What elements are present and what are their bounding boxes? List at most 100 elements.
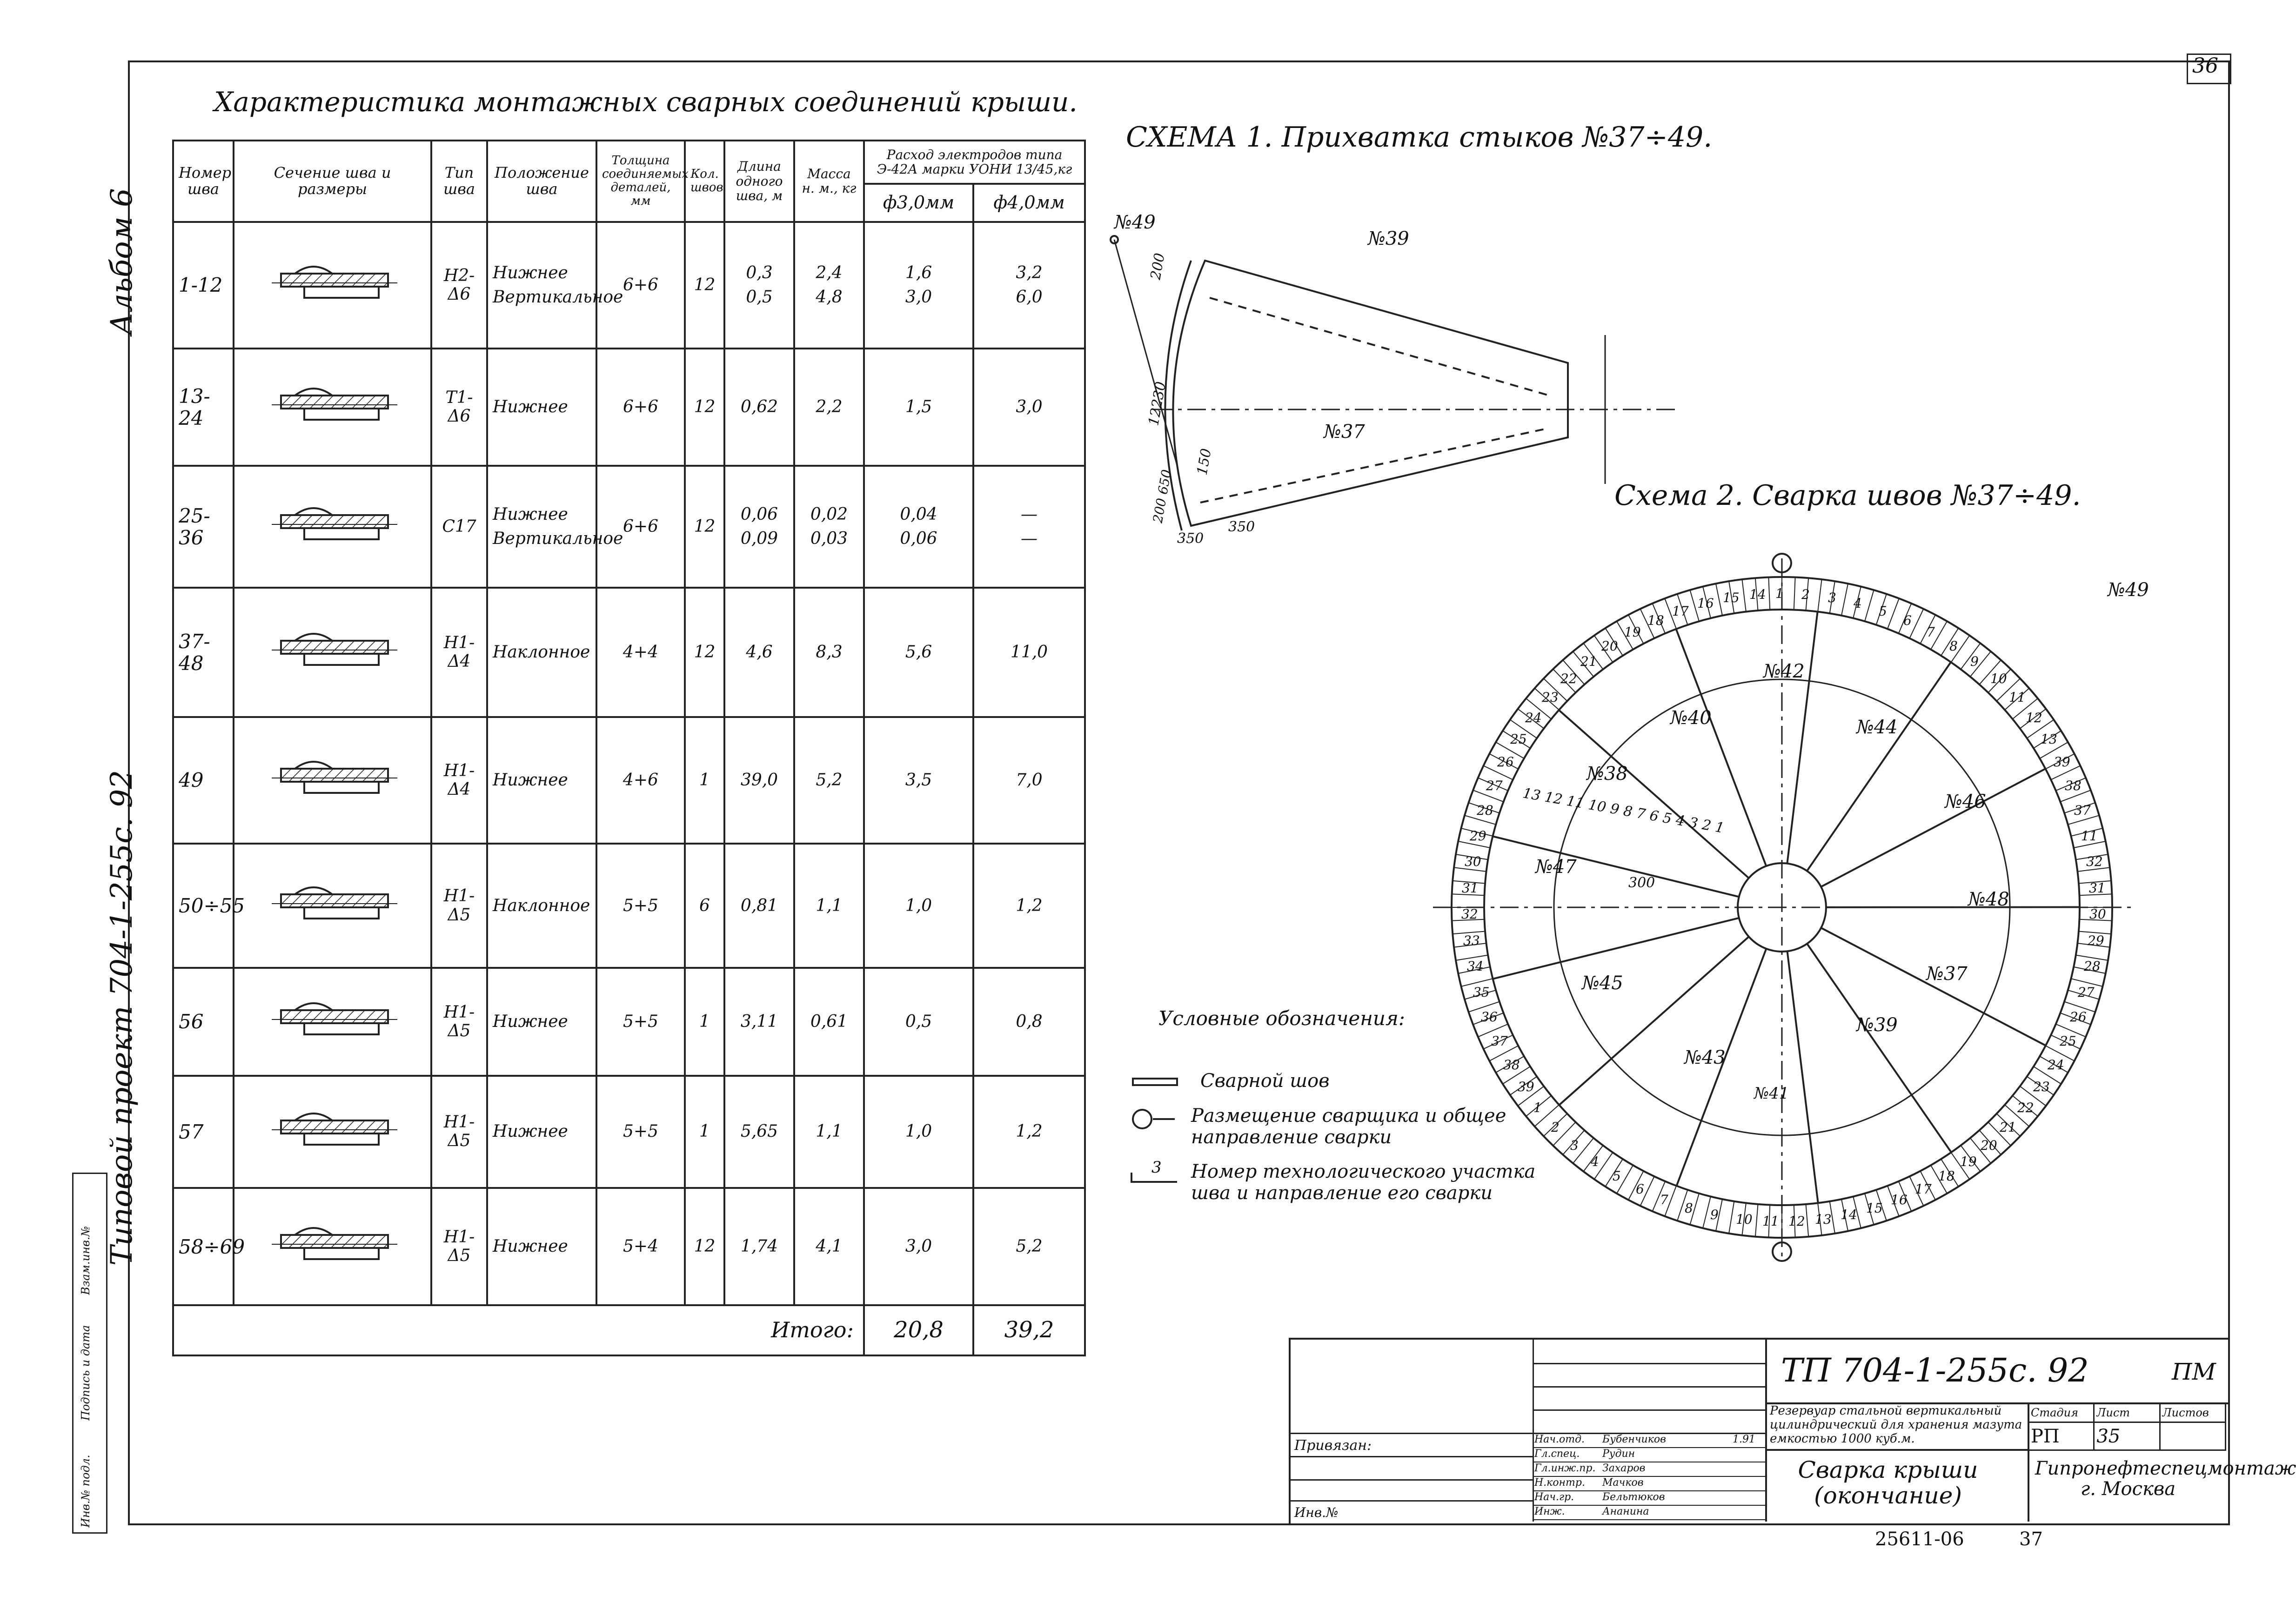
ring-tick bbox=[1640, 1176, 1655, 1206]
total-d4: 39,2 bbox=[972, 1304, 1086, 1356]
cell-mass: 2,2 bbox=[793, 348, 865, 467]
scheme1-wedge bbox=[1172, 259, 1569, 527]
cell-position-value: Наклонное bbox=[493, 642, 590, 662]
cell-d4-value: 7,0 bbox=[1016, 770, 1043, 790]
scheme1-seam-upper bbox=[1209, 297, 1550, 396]
cell-type: С17 bbox=[430, 464, 488, 589]
scheme-label: 28 bbox=[1477, 803, 1493, 818]
scheme-label: 34 bbox=[1467, 959, 1484, 974]
ring-tick bbox=[1652, 1181, 1666, 1212]
scheme-label: 38 bbox=[1503, 1057, 1520, 1073]
cell-length-value: 39,0 bbox=[740, 770, 778, 790]
ring-tick bbox=[1979, 1130, 2001, 1155]
cell-thickness: 5+5 bbox=[596, 1074, 686, 1189]
ring-tick bbox=[1941, 628, 1959, 656]
ring-tick bbox=[1875, 1189, 1887, 1221]
scheme-label: 19 bbox=[1624, 624, 1641, 640]
role-row: Гл.спец.Рудин bbox=[1533, 1447, 1765, 1462]
cell-d3-value: 3,5 bbox=[905, 770, 932, 790]
scheme-label: 32 bbox=[1461, 906, 1478, 922]
ring-tick bbox=[2020, 708, 2047, 729]
cell-mass-value: 1,1 bbox=[816, 1122, 843, 1141]
ring-tick bbox=[1628, 1171, 1644, 1200]
th-position: Положение шва bbox=[486, 140, 597, 223]
ring-tick bbox=[2039, 742, 2068, 759]
rafter-line bbox=[1492, 835, 1740, 898]
rafter-line bbox=[1821, 768, 2046, 888]
ring-tick bbox=[1829, 1201, 1835, 1234]
ring-tick bbox=[2055, 777, 2086, 791]
ring-tick bbox=[1950, 635, 1970, 663]
role-title: Нач.отд. bbox=[1534, 1434, 1585, 1445]
cell-d4-value: 3,2 bbox=[1016, 263, 1043, 282]
ring-tick bbox=[1728, 581, 1735, 614]
scheme-label: 6 bbox=[1903, 613, 1912, 628]
scheme-label: №45 bbox=[1582, 972, 1623, 994]
scheme-label: №46 bbox=[1945, 791, 1986, 812]
ring-tick bbox=[2079, 919, 2112, 921]
ring-tick bbox=[1969, 1138, 1991, 1164]
inv-label: Инв.№ bbox=[1294, 1505, 1339, 1520]
ring-tick bbox=[1483, 1034, 1513, 1050]
cell-type: Н1-Δ4 bbox=[430, 587, 488, 718]
scheme-label: 11 bbox=[1762, 1214, 1779, 1229]
cell-section-sketch bbox=[233, 716, 432, 845]
cell-mass-value: 2,4 bbox=[816, 263, 843, 282]
scheme-label: №41 bbox=[1754, 1084, 1789, 1103]
ring-tick bbox=[1553, 669, 1576, 693]
sheet-frame bbox=[128, 60, 2230, 1525]
ring-tick bbox=[1689, 1193, 1700, 1225]
cell-position-value: Нижнее bbox=[493, 1236, 568, 1256]
scheme1-leader-49 bbox=[1113, 239, 1178, 466]
scheme-label: 25 bbox=[1510, 731, 1527, 747]
scheme-label: 2 bbox=[1551, 1120, 1560, 1135]
cell-thickness: 6+6 bbox=[596, 464, 686, 589]
scheme-label: №42 bbox=[1763, 661, 1805, 682]
cell-d3-value: 0,04 bbox=[900, 504, 937, 524]
stage-header: Стадия bbox=[2027, 1402, 2095, 1423]
cell-section-sketch bbox=[233, 464, 432, 589]
cell-length-value: 5,65 bbox=[740, 1122, 778, 1141]
title-description-cell: Резервуар стальной вертикальный цилиндри… bbox=[1765, 1402, 2029, 1451]
scheme-label: №37 bbox=[1324, 421, 1365, 443]
ring-tick bbox=[1996, 678, 2021, 702]
ring-tick bbox=[1458, 841, 1491, 848]
cell-length-value: 0,81 bbox=[740, 896, 778, 915]
sheet-number: 36 bbox=[2192, 54, 2218, 78]
rafter-line bbox=[1493, 917, 1740, 980]
ring-tick bbox=[1605, 628, 1623, 656]
role-name: Мачков bbox=[1602, 1477, 1644, 1489]
legend-weld-symbol bbox=[1132, 1078, 1178, 1086]
cell-number: 57 bbox=[172, 1074, 234, 1189]
ring-tick bbox=[1640, 609, 1655, 639]
ring-tick bbox=[1741, 1203, 1747, 1235]
cell-thickness: 6+6 bbox=[596, 221, 686, 350]
scheme-label: 31 bbox=[2089, 880, 2106, 896]
cell-position: Наклонное bbox=[486, 587, 597, 718]
scheme-label: 37 bbox=[1491, 1033, 1508, 1049]
ring-tick bbox=[1452, 919, 1485, 921]
ring-tick bbox=[1456, 954, 1488, 961]
ring-tick bbox=[2073, 966, 2106, 974]
sheets-value bbox=[2159, 1422, 2227, 1451]
archive-number: 25611-06 bbox=[1875, 1529, 1964, 1550]
role-name: Захаров bbox=[1602, 1462, 1646, 1474]
scheme-label: 300 bbox=[1628, 875, 1655, 891]
rafter-line bbox=[1558, 709, 1750, 879]
welder-position-bottom bbox=[1772, 1241, 1792, 1262]
scheme-label: 13 bbox=[1815, 1212, 1832, 1227]
ring-tick bbox=[1741, 579, 1747, 612]
ring-tick bbox=[2020, 1086, 2047, 1107]
rafter-line bbox=[1806, 661, 1952, 872]
ring-tick bbox=[2064, 802, 2095, 814]
cell-d4: 7,0 bbox=[972, 716, 1086, 845]
cell-d3: 1,0 bbox=[863, 1074, 974, 1189]
ring-tick bbox=[2045, 753, 2075, 770]
scheme-label: №39 bbox=[1856, 1014, 1898, 1036]
title-stage-table: Стадия Лист Листов РП 35 bbox=[2027, 1402, 2227, 1451]
cell-mass: 8,3 bbox=[793, 587, 865, 718]
cell-d3-value: 3,0 bbox=[905, 287, 932, 307]
cell-d3-value: 0,5 bbox=[905, 1012, 932, 1031]
